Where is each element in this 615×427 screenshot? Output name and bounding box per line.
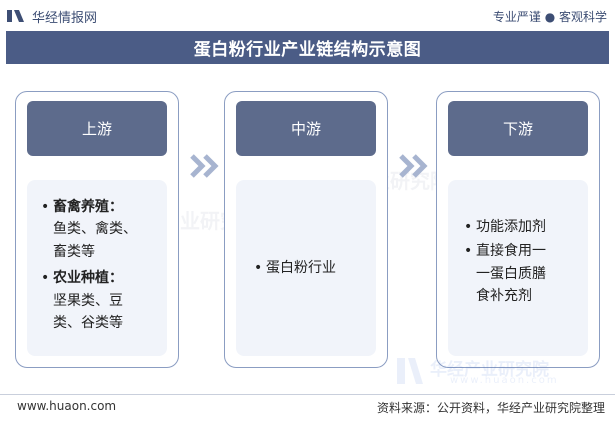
group-line: 鱼类、禽类、 [53, 221, 137, 238]
brand-name: 华经情报网 [32, 10, 98, 26]
watermark-logo-icon [397, 358, 423, 384]
slogan: 专业严谨 ● 客观科学 [492, 9, 607, 24]
watermark-text: 华经产业研究院 [430, 360, 549, 380]
group-line: 类、谷类等 [53, 314, 123, 331]
item-line: 直接食用一 [476, 243, 546, 260]
item-line: 食补充剂 [476, 288, 532, 305]
upstream-tab: 上游 [27, 101, 167, 156]
group-line: 畜类等 [53, 243, 95, 260]
upstream-content: • 畜禽养殖： 鱼类、禽类、 畜类等 • 农业种植： 坚果类、豆 类、谷类等 [27, 180, 167, 356]
footer-source: 资料来源：公开资料，华经产业研究院整理 [376, 401, 605, 415]
downstream-item: • 功能添加剂 [464, 216, 588, 238]
group-name: 畜禽养殖： [53, 199, 123, 215]
group-name: 农业种植： [53, 270, 123, 287]
downstream-tab: 下游 [448, 101, 588, 156]
chevron-right-icon [399, 154, 428, 178]
upstream-group: • 农业种植： 坚果类、豆 类、谷类等 [41, 267, 167, 334]
downstream-content: • 功能添加剂 • 直接食用一 一蛋白质膳 食补充剂 [448, 180, 588, 356]
brand-logo-icon [7, 10, 24, 22]
watermark-url: www.huaon.com [450, 375, 559, 386]
downstream-item: • 直接食用一 一蛋白质膳 食补充剂 [464, 240, 588, 307]
item-line: 一蛋白质膳 [476, 265, 546, 282]
item-line: 功能添加剂 [476, 219, 546, 235]
page-title: 蛋白粉行业产业链结构示意图 [6, 31, 609, 64]
upstream-group: • 畜禽养殖： 鱼类、禽类、 畜类等 [41, 196, 167, 263]
footer-url: www.huaon.com [17, 399, 117, 413]
group-line: 坚果类、豆 [53, 292, 123, 309]
midstream-item: 蛋白粉行业 [266, 259, 336, 276]
midstream-content: • 蛋白粉行业 [236, 180, 376, 356]
footer-divider [0, 394, 615, 395]
brand: 华经情报网 [6, 4, 97, 28]
midstream-tab: 中游 [236, 101, 376, 156]
chevron-right-icon [190, 154, 219, 178]
